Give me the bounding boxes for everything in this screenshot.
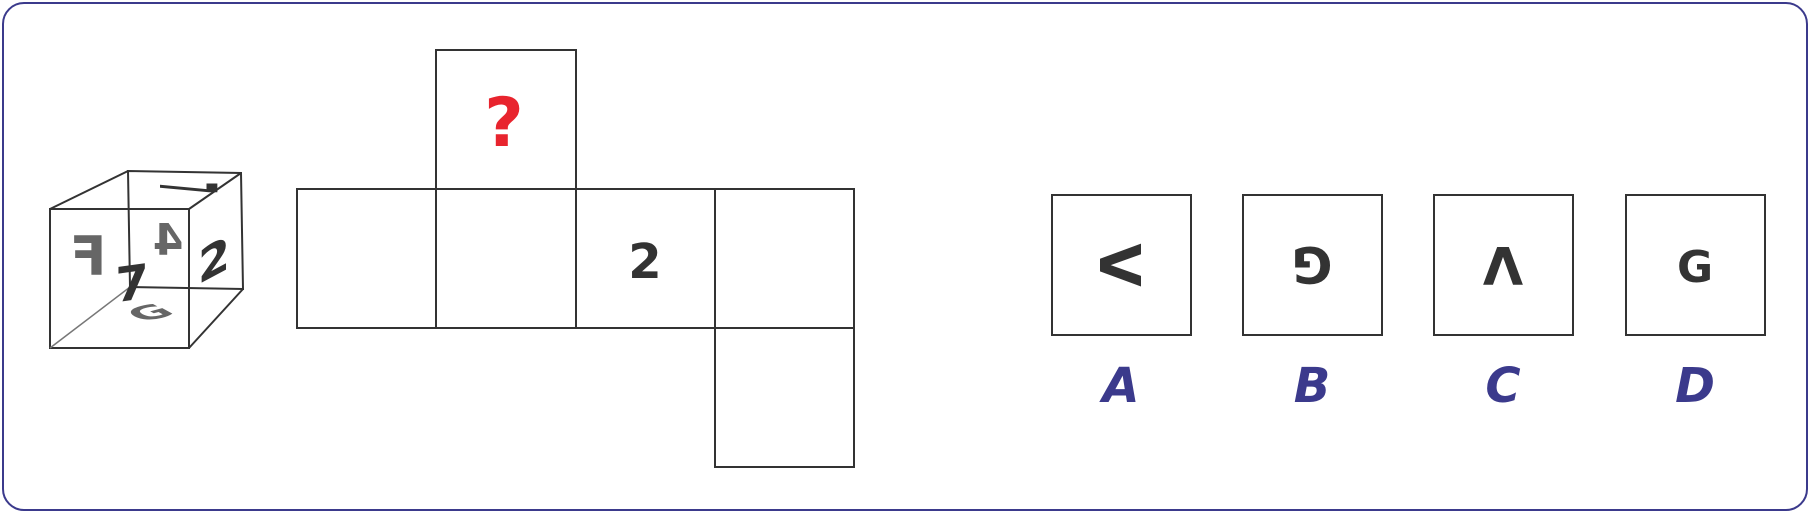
net-cell-row-2 bbox=[435, 188, 577, 329]
cube-right-glyph: 2 bbox=[198, 224, 230, 295]
cube-net: ? 2 bbox=[296, 49, 855, 468]
cube-edge-top-right bbox=[188, 172, 242, 210]
cube-left-glyph: 7 bbox=[115, 254, 148, 314]
option-d-box[interactable] bbox=[1625, 194, 1766, 336]
net-cell-bottom bbox=[714, 327, 855, 468]
option-d-letter: D bbox=[1675, 358, 1715, 414]
option-a-letter: A bbox=[1098, 358, 1139, 414]
option-c[interactable]: V C bbox=[1433, 194, 1574, 414]
cube-front-face bbox=[49, 208, 190, 349]
net-cell-row-4 bbox=[714, 188, 855, 329]
cube-edge-top-left bbox=[49, 170, 129, 210]
net-cell-row-1 bbox=[296, 188, 437, 329]
net-known-glyph: 2 bbox=[628, 234, 661, 290]
option-a-box[interactable] bbox=[1051, 194, 1192, 336]
option-d[interactable]: G D bbox=[1625, 194, 1766, 414]
option-c-glyph: V bbox=[1483, 234, 1523, 294]
option-c-box[interactable] bbox=[1433, 194, 1574, 336]
cube-back-glyph: 4 bbox=[153, 215, 184, 266]
option-b-box[interactable] bbox=[1242, 194, 1383, 336]
cube-front-glyph: F bbox=[70, 225, 107, 288]
option-b[interactable]: G B bbox=[1242, 194, 1383, 414]
option-d-glyph: G bbox=[1677, 242, 1713, 293]
cube-edge-bottom-right bbox=[188, 288, 244, 349]
transparent-cube: F 2 7 4 7 G bbox=[49, 169, 245, 349]
option-a-glyph: V bbox=[1086, 243, 1151, 287]
answer-options: V A G B V C G D bbox=[1051, 194, 1766, 414]
option-a[interactable]: V A bbox=[1051, 194, 1192, 414]
question-mark: ? bbox=[484, 84, 523, 163]
cube-edge-bottom-left bbox=[49, 286, 131, 349]
option-b-letter: B bbox=[1294, 358, 1331, 414]
option-b-glyph: G bbox=[1291, 235, 1332, 293]
option-c-letter: C bbox=[1485, 358, 1520, 414]
cube-top-glyph: 7 bbox=[141, 182, 231, 193]
